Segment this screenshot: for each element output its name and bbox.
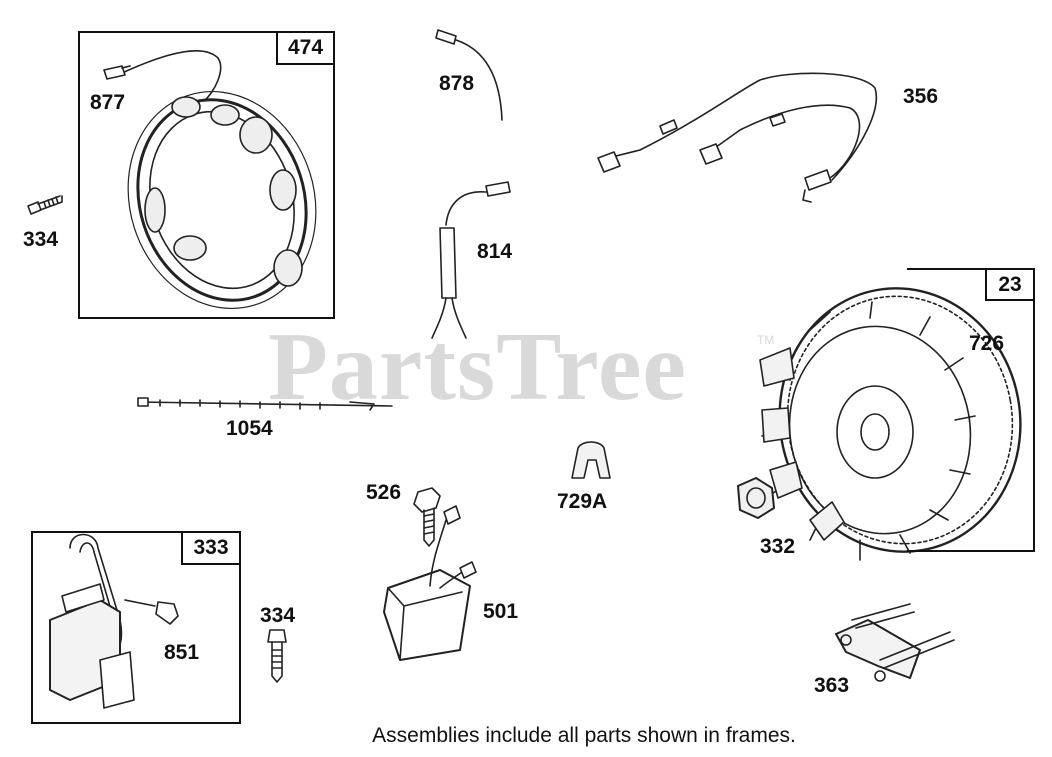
flywheel-drawing xyxy=(759,287,1022,561)
part-label-877: 877 xyxy=(90,91,126,114)
part-label-878: 878 xyxy=(439,72,475,95)
nut-332-drawing xyxy=(737,477,775,519)
wire-814-drawing xyxy=(431,181,511,339)
part-label-332: 332 xyxy=(760,535,796,558)
stator-assembly-frame xyxy=(78,31,335,319)
ignition-assembly-frame xyxy=(31,531,241,724)
part-label-851: 851 xyxy=(164,641,200,664)
harness-356-drawing xyxy=(597,72,878,203)
part-label-526: 526 xyxy=(366,481,402,504)
clip-729a-drawing xyxy=(571,441,611,479)
part-label-1054: 1054 xyxy=(226,417,273,440)
bracket-363-drawing xyxy=(835,603,955,682)
cable-tie-1054-drawing xyxy=(137,397,393,411)
part-label-363: 363 xyxy=(814,674,850,697)
screw-526-drawing xyxy=(413,487,441,547)
part-label-334-upper: 334 xyxy=(23,228,59,251)
wire-878-drawing xyxy=(435,29,503,121)
part-label-729a: 729A xyxy=(557,490,608,513)
part-label-814: 814 xyxy=(477,240,513,263)
part-label-726: 726 xyxy=(969,332,1005,355)
flywheel-assembly-frame xyxy=(907,268,1035,552)
part-label-501: 501 xyxy=(483,600,519,623)
flywheel-assembly-tag: 23 xyxy=(985,268,1035,301)
ignition-assembly-tag: 333 xyxy=(181,531,241,565)
trademark-mark: TM xyxy=(757,333,775,347)
part-label-356: 356 xyxy=(903,85,939,108)
bolt-334-lower-drawing xyxy=(267,629,287,683)
module-501-drawing xyxy=(383,505,477,661)
watermark: PartsTree xyxy=(268,313,687,421)
part-label-334-lower: 334 xyxy=(260,604,296,627)
stator-assembly-tag: 474 xyxy=(276,31,335,65)
bolt-334-left-drawing xyxy=(27,195,63,215)
stator-drawing xyxy=(103,50,317,310)
footer-note: Assemblies include all parts shown in fr… xyxy=(372,724,796,747)
ignition-module-drawing xyxy=(49,533,179,709)
